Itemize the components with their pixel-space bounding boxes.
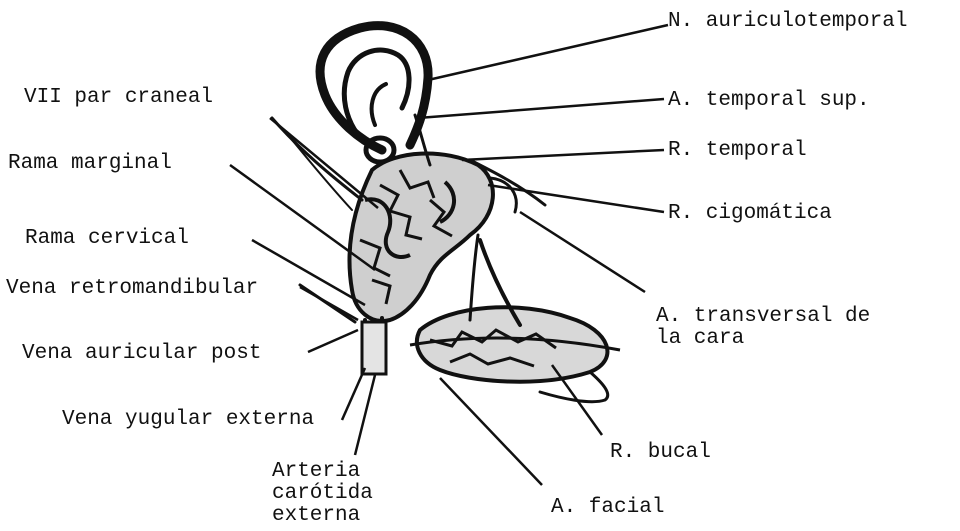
label-a-transversal-cara: A. transversal de la cara xyxy=(656,306,870,350)
label-vena-yugular-externa: Vena yugular externa xyxy=(62,409,314,430)
label-r-temporal: R. temporal xyxy=(668,140,807,161)
label-n-auriculotemporal: N. auriculotemporal xyxy=(668,11,907,32)
label-arteria-carotida-externa: Arteria carótida externa xyxy=(272,461,373,527)
label-r-bucal: R. bucal xyxy=(610,442,711,463)
label-vena-auricular-post: Vena auricular post xyxy=(22,343,261,364)
ear-drawing xyxy=(320,26,428,162)
label-r-cigomatica: R. cigomática xyxy=(668,203,832,224)
label-vii-par-craneal: VII par craneal xyxy=(24,87,213,108)
label-rama-cervical: Rama cervical xyxy=(25,228,189,249)
label-vena-retromandibular: Vena retromandibular xyxy=(6,278,258,299)
label-a-facial: A. facial xyxy=(551,497,664,518)
label-a-temporal-sup: A. temporal sup. xyxy=(668,90,870,111)
label-rama-marginal: Rama marginal xyxy=(8,153,172,174)
